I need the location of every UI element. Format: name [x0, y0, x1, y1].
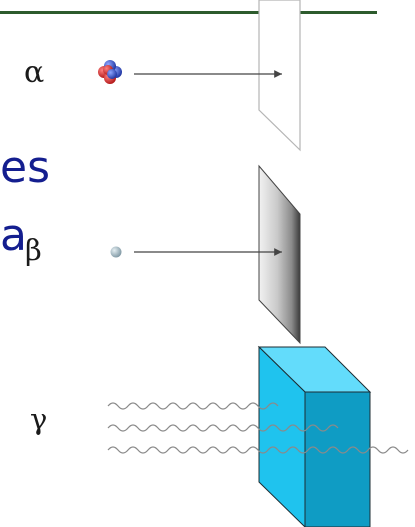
- gamma-wave-3: [107, 446, 409, 454]
- top-rule: [0, 11, 377, 14]
- beta-label: β: [25, 233, 42, 267]
- alpha-label: α: [24, 55, 45, 90]
- gamma-label: γ: [30, 402, 48, 436]
- gamma-wave-2: [107, 424, 339, 432]
- gamma-rays: [107, 402, 409, 454]
- electron-icon: [110, 246, 122, 258]
- alpha-particle-icon: [98, 60, 122, 84]
- lead-block-icon: [257, 345, 372, 527]
- aluminum-sheet-icon: [258, 164, 301, 345]
- slide-text-fragment-2: a: [0, 210, 27, 261]
- gamma-wave-1: [107, 402, 279, 410]
- slide-text-fragment-1: es: [0, 142, 50, 193]
- paper-sheet-icon: [258, 0, 301, 152]
